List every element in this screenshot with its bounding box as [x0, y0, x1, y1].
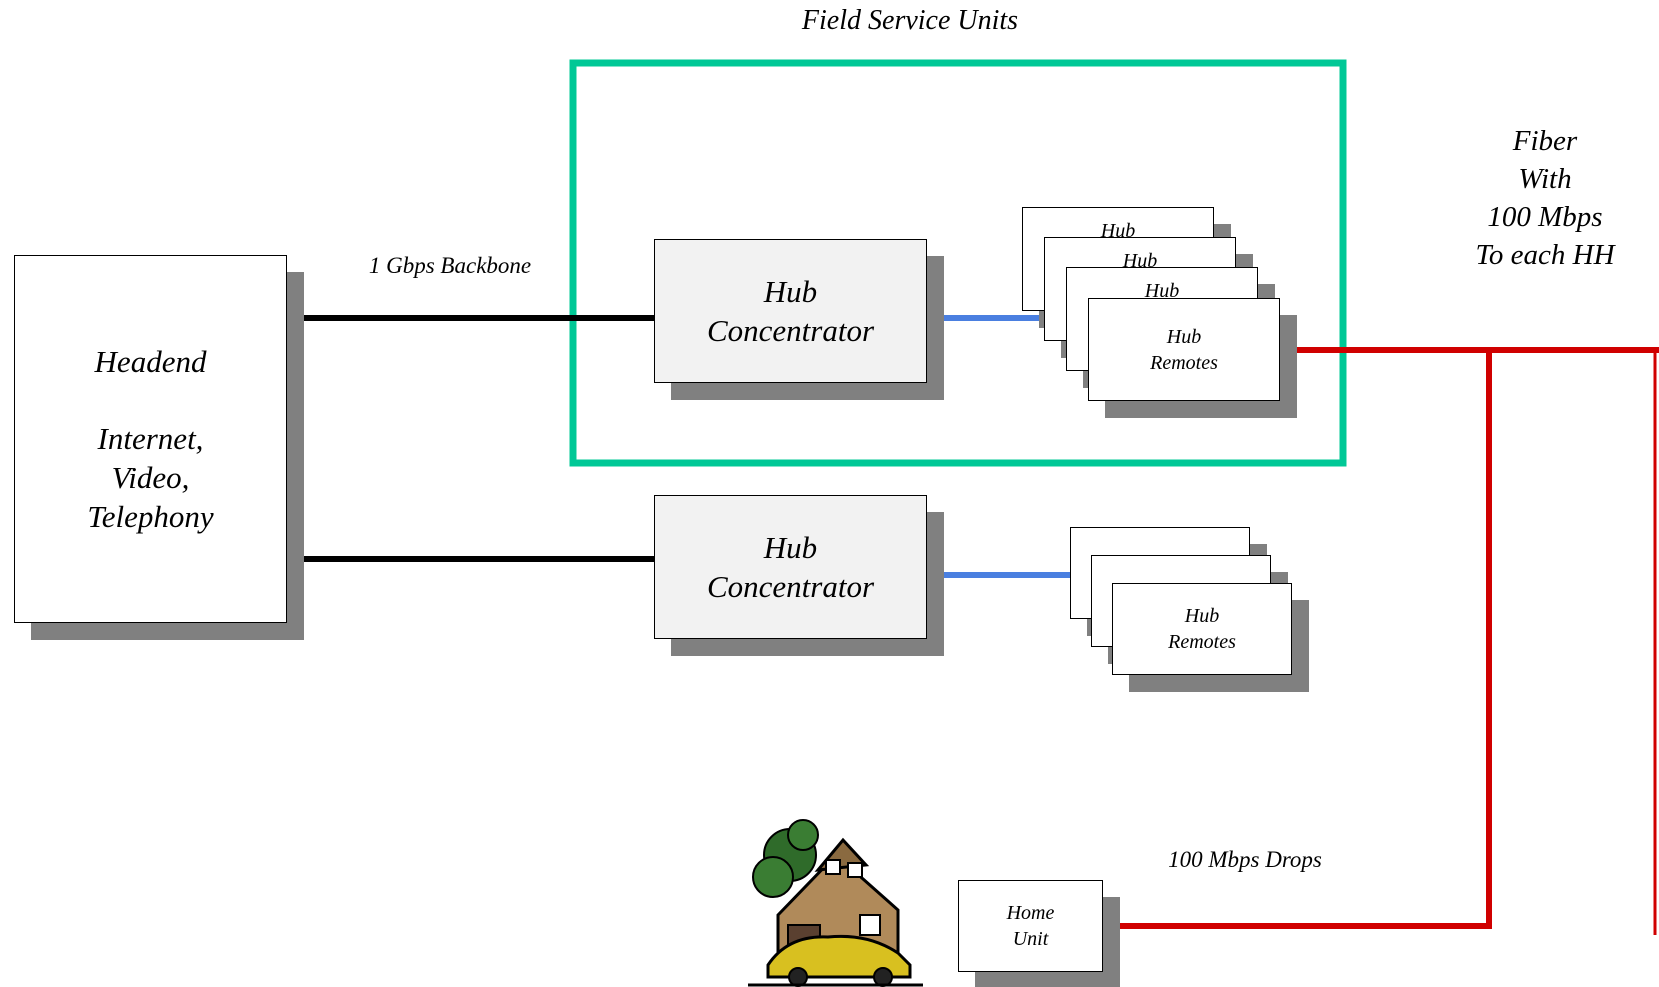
hub-concentrator-top: Hub Concentrator: [654, 239, 927, 383]
drops-label: 100 Mbps Drops: [1168, 847, 1322, 872]
house-with-car-icon: [748, 819, 923, 987]
hub-concentrator-bottom: Hub Concentrator: [654, 495, 927, 639]
concentrator-label: Hub: [763, 530, 818, 565]
hub-remote-partial-label: Hub: [1144, 280, 1180, 302]
field-service-title: Field Service Units: [801, 5, 1019, 36]
headend-name: Headend: [94, 344, 207, 379]
hub-remotes-label: Hub: [1166, 325, 1202, 348]
home-unit-label: Unit: [1012, 928, 1049, 950]
headend-box: Headend Internet, Video, Telephony: [14, 255, 287, 623]
home-unit-box: Home Unit: [958, 880, 1103, 972]
home-unit-label: Home: [1006, 902, 1055, 924]
hub-remotes-bottom: Hub Remotes: [1112, 583, 1292, 675]
backbone-label: 1 Gbps Backbone: [368, 253, 532, 278]
fiber-label-line: With: [1518, 163, 1572, 195]
hub-remotes-label: Hub: [1184, 605, 1220, 627]
hub-remotes-top: Hub Remotes: [1088, 298, 1280, 401]
headend-service: Video,: [111, 460, 190, 495]
concentrator-label: Hub: [763, 274, 818, 309]
headend-service: Internet,: [97, 421, 204, 456]
concentrator-label: Concentrator: [706, 569, 875, 604]
fiber-label-line: Fiber: [1512, 125, 1578, 157]
headend-service: Telephony: [87, 499, 214, 534]
field-service-frame: [569, 59, 1347, 467]
hub-remotes-label: Remotes: [1150, 351, 1218, 374]
hub-remote-partial-label: Hub: [1122, 250, 1158, 272]
hub-remotes-label: Remotes: [1168, 631, 1236, 653]
fiber-label-line: To each HH: [1475, 239, 1615, 271]
hub-remote-partial-label: Hub: [1100, 220, 1136, 242]
fiber-label-line: 100 Mbps: [1487, 201, 1603, 233]
fiber-label: Fiber With 100 Mbps To each HH: [1440, 122, 1650, 274]
concentrator-label: Concentrator: [706, 313, 875, 348]
